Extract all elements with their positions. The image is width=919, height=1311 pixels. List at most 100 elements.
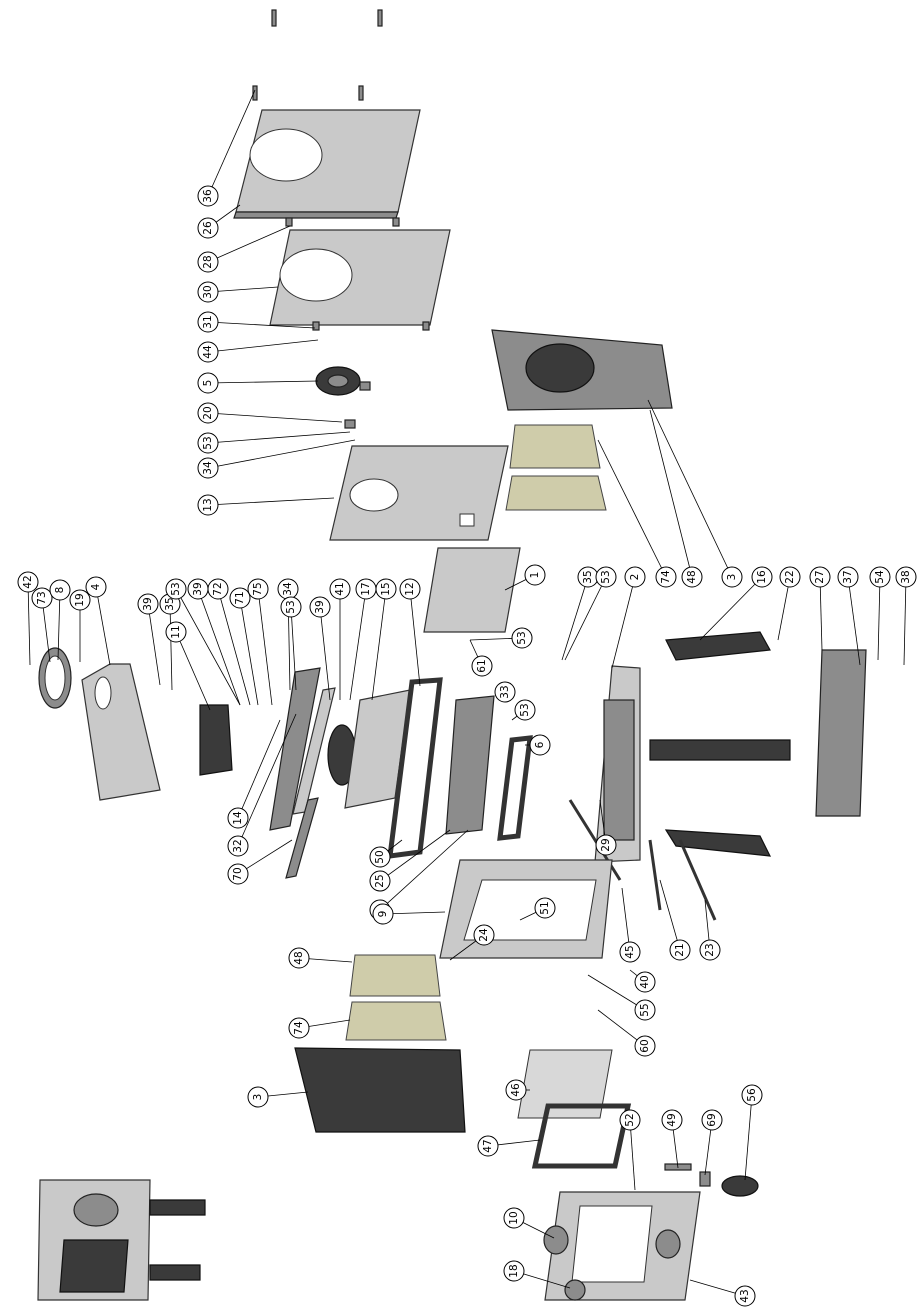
part-callout: 19 [69,589,91,611]
callout-label: 43 [739,1289,751,1302]
callout-label: 51 [539,901,551,914]
leader-line [175,631,211,711]
callout-circle [165,621,187,643]
part-callout: 20 [197,402,219,424]
part-callout: 61 [471,655,493,677]
callout-label: 52 [624,1113,636,1126]
legs-part [649,631,791,857]
part-callout: 21 [669,939,691,961]
callout-label: 32 [232,839,244,852]
callout-circle [375,578,397,600]
callout-circle [197,372,219,394]
callout-circle [288,947,310,969]
callout-label: 12 [404,582,416,595]
callout-label: 73 [36,591,48,604]
callout-circle [197,185,219,207]
leader-line [207,321,316,329]
part-callout: 49 [661,1109,683,1131]
leader-line [217,588,251,706]
leader-line [147,603,161,686]
callout-circle [399,578,421,600]
callout-circle [471,655,493,677]
callout-label: 71 [234,591,246,604]
callout-label: 16 [756,570,768,584]
part-callout: 53 [280,596,302,618]
callout-label: 74 [660,570,672,584]
part-callout: 60 [634,1035,656,1057]
callout-label: 41 [334,582,346,595]
part-callout: 6 [529,734,551,756]
callout-label: 70 [232,867,244,880]
grate-part [327,689,411,809]
part-callout: 18 [503,1260,525,1282]
leader-line [290,606,297,691]
leader-line [95,586,111,666]
base-plate-part [815,649,867,817]
callout-circle [505,1079,527,1101]
part-callout: 53 [197,432,219,454]
callout-label: 26 [202,221,214,235]
part-callout: 33 [494,681,516,703]
callout-label: 61 [476,659,488,672]
callout-circle [681,566,703,588]
callout-circle [31,587,53,609]
callout-circle [869,566,891,588]
part-callout: 10 [503,1207,525,1229]
glass-and-gasket [517,1049,632,1169]
part-callout: 24 [473,924,495,946]
part-callout: 31 [197,311,219,333]
leader-line [41,597,51,663]
callout-label: 37 [842,570,854,583]
firebricks-left [345,954,447,1041]
part-callout: 47 [477,1135,499,1157]
callout-circle [17,571,39,593]
callout-label: 6 [534,741,546,748]
back-panel-part [423,547,521,633]
callout-circle [197,432,219,454]
part-callout: 72 [207,578,229,600]
callout-circle [809,566,831,588]
leader-line [319,606,331,701]
callout-label: 17 [360,582,372,595]
callout-circle [779,566,801,588]
callout-label: 42 [22,575,34,588]
callout-circle [229,587,251,609]
part-callout: 35 [577,566,599,588]
callout-label: 4 [90,583,102,590]
callout-label: 5 [202,380,214,387]
callout-label: 24 [478,928,490,942]
callout-label: 54 [874,570,886,584]
callout-circle [494,681,516,703]
callout-label: 30 [202,285,214,298]
part-callout: 30 [197,281,219,303]
callout-label: 35 [582,570,594,583]
leader-line [597,439,667,578]
part-callout: 27 [809,566,831,588]
leader-line [587,974,646,1011]
callout-circle [661,1109,683,1131]
callout-circle [619,941,641,963]
callout-label: 38 [900,570,912,583]
callout-label: 55 [639,1003,651,1016]
callout-circle [197,217,219,239]
leader-line [564,576,607,661]
part-callout: 3 [721,566,743,588]
callout-label: 36 [202,189,214,203]
part-callout: 5 [197,372,219,394]
part-callout: 3 [247,1086,269,1108]
callout-circle [895,566,917,588]
callout-circle [197,402,219,424]
assembled-stove-preview [37,1179,206,1301]
callout-label: 34 [282,582,294,596]
leader-line [207,380,319,384]
callout-label: 35 [164,597,176,610]
callout-label: 11 [170,625,182,638]
leader-line [777,576,791,641]
leader-line [237,839,293,875]
callout-label: 74 [293,1021,305,1035]
callout-label: 10 [508,1211,520,1224]
leader-line [561,576,589,661]
callout-circle [534,897,556,919]
